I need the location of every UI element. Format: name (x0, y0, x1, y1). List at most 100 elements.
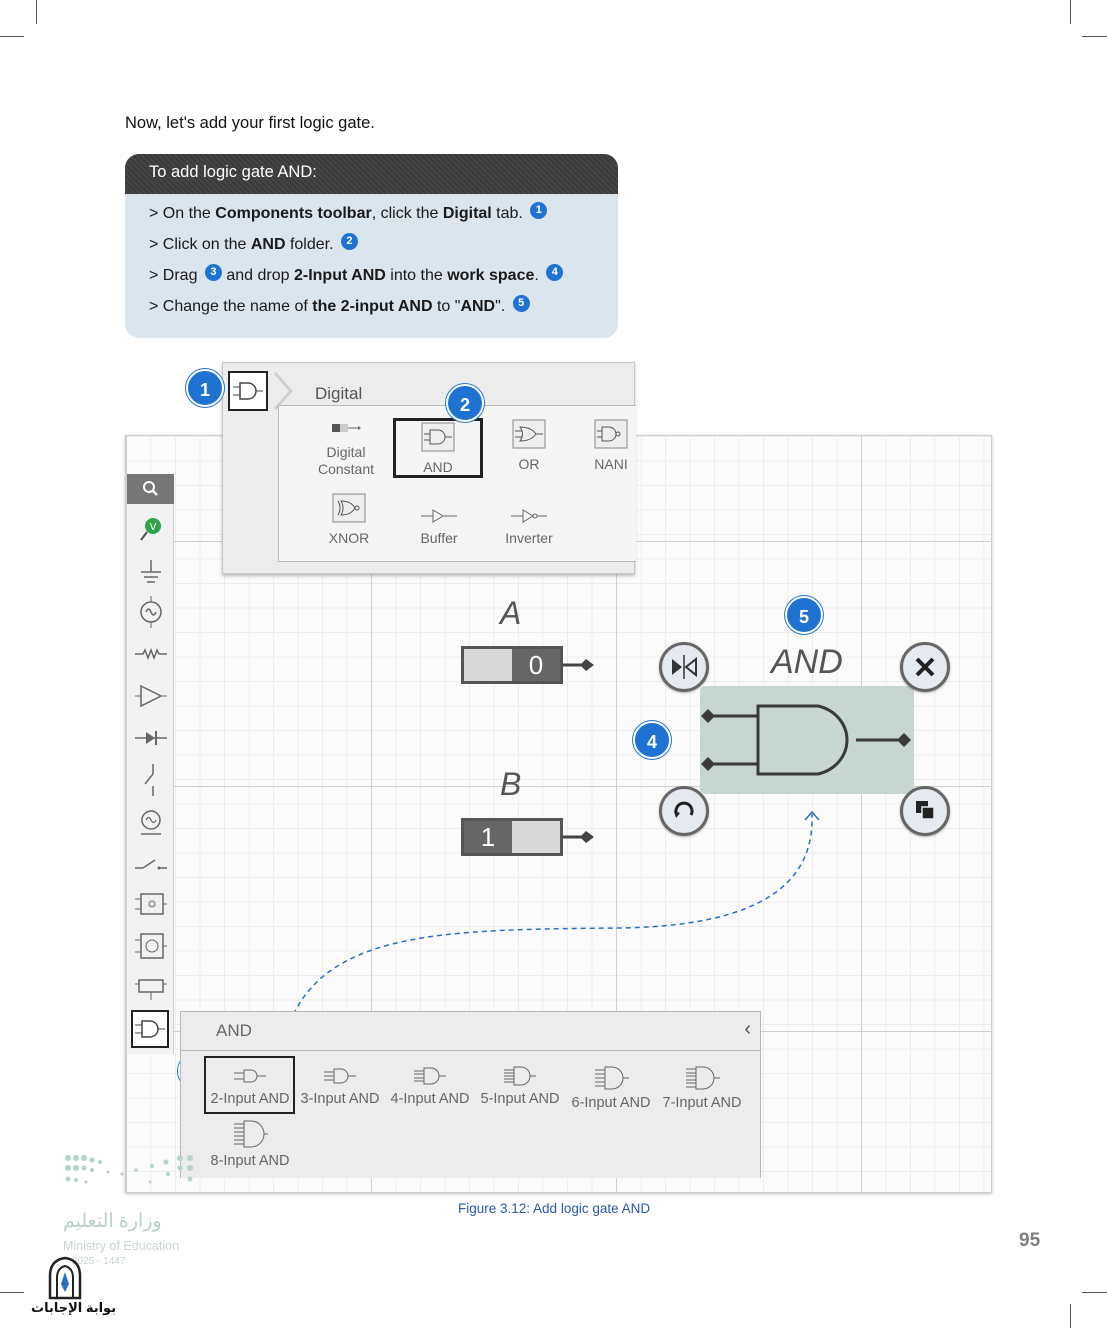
and-2-icon (234, 1069, 266, 1083)
step-badge: 5 (512, 295, 530, 312)
lamp-icon[interactable] (133, 804, 169, 840)
callout-2: 2 (446, 384, 484, 422)
component-buffer[interactable]: Buffer (399, 506, 479, 547)
component-3-input-and[interactable]: 3-Input AND (295, 1065, 385, 1107)
output-pin-icon (562, 831, 594, 843)
component-digital-constant[interactable]: Digital Constant (301, 418, 391, 478)
ministry-name-arabic: وزارة التعليم (63, 1211, 162, 1232)
step-badge: 4 (546, 264, 564, 281)
instructions-box: To add logic gate AND: > On the Componen… (125, 154, 618, 338)
step-bold: Components toolbar (215, 205, 372, 222)
component-4-input-and[interactable]: 4-Input AND (385, 1065, 475, 1107)
component-label: 2-Input AND (210, 1091, 290, 1107)
duplicate-icon (916, 801, 935, 820)
nand-folder-icon (594, 419, 628, 449)
switch-icon[interactable] (133, 762, 169, 798)
step-text: > On the (149, 205, 216, 222)
component-xnor-folder[interactable]: XNOR (309, 492, 389, 547)
input-a-switch[interactable]: 0 (461, 646, 563, 684)
component-5-input-and[interactable]: 5-Input AND (475, 1065, 565, 1107)
resistor-icon[interactable] (133, 636, 169, 672)
amplifier-icon[interactable] (133, 678, 169, 714)
figure-caption: Figure 3.12: Add logic gate AND (458, 1201, 651, 1216)
instruction-step: > Click on the AND folder. 2 (149, 233, 618, 264)
sidebar-item-digital[interactable] (131, 1010, 169, 1048)
xnor-folder-icon (332, 493, 366, 523)
and-gate-symbol[interactable] (700, 696, 914, 786)
duplicate-button[interactable] (900, 786, 950, 836)
crop-mark (1070, 0, 1071, 24)
input-b-value: 1 (464, 821, 512, 853)
and-gate-icon (233, 382, 263, 400)
ac-source-icon[interactable] (133, 594, 169, 630)
timer-chip-icon[interactable] (133, 928, 169, 964)
component-7-input-and[interactable]: 7-Input AND (657, 1065, 747, 1111)
toggle-icon[interactable] (133, 846, 169, 882)
component-6-input-and[interactable]: 6-Input AND (566, 1065, 656, 1111)
crop-mark (1070, 1304, 1071, 1328)
and-8-icon (234, 1120, 268, 1148)
component-or-folder[interactable]: OR (489, 418, 569, 473)
digital-components: Digital Constant AND OR NANI XNOR Buffer (278, 405, 636, 562)
delete-button[interactable] (900, 642, 950, 692)
inverter-icon (511, 509, 547, 523)
digital-tab[interactable] (228, 371, 268, 411)
instructions-list: > On the Components toolbar, click the D… (125, 194, 618, 326)
ground-icon[interactable] (133, 554, 169, 590)
portal-name: بوابة الإجابات (31, 1300, 117, 1315)
input-b-switch[interactable]: 1 (461, 818, 563, 856)
step-text: . (534, 267, 539, 284)
callout-1: 1 (186, 369, 224, 407)
search-icon (143, 481, 158, 496)
component-label: NANI (594, 456, 628, 472)
flip-button[interactable] (659, 642, 709, 692)
crop-mark (36, 0, 37, 24)
rotate-button[interactable] (659, 786, 709, 836)
and-7-icon (686, 1066, 720, 1090)
component-label: Inverter (505, 530, 553, 546)
step-text: and drop (221, 267, 294, 284)
and-gate-name[interactable]: AND (771, 643, 843, 681)
step-badge: 1 (530, 202, 548, 219)
and-3-icon (324, 1068, 356, 1084)
component-label: 7-Input AND (662, 1095, 742, 1111)
component-label: AND (423, 459, 453, 475)
component-inverter[interactable]: Inverter (489, 506, 569, 547)
input-a-label: A (500, 595, 522, 631)
crop-mark (1082, 36, 1107, 37)
digital-constant-icon (332, 424, 361, 432)
close-icon (915, 657, 935, 677)
component-and-folder[interactable]: AND (393, 418, 483, 478)
portal-logo-icon (48, 1256, 82, 1300)
chip-icon[interactable] (133, 886, 169, 922)
step-text: > Drag (149, 267, 202, 284)
flip-icon (672, 655, 697, 679)
step-bold: 2-Input AND (293, 267, 386, 284)
component-8-input-and[interactable]: 8-Input AND (205, 1119, 295, 1169)
rotate-icon (674, 801, 694, 818)
crop-mark (1082, 1292, 1107, 1293)
component-2-input-and[interactable]: 2-Input AND (205, 1065, 295, 1107)
and-gate-icon (135, 1020, 165, 1038)
and-5-icon (504, 1066, 536, 1086)
step-bold: the 2-input AND (312, 298, 433, 315)
step-text: ". (495, 298, 506, 315)
diode-icon[interactable] (133, 720, 169, 756)
callout-5: 5 (785, 596, 823, 634)
step-bold: AND (250, 236, 286, 253)
collapse-button[interactable]: ‹ (744, 1018, 751, 1040)
and-4-icon (414, 1067, 446, 1085)
page-number: 95 (1019, 1230, 1041, 1251)
step-bold: work space (447, 267, 535, 284)
component-nand-folder[interactable]: NANI (581, 418, 641, 473)
svg-text:V: V (150, 522, 157, 533)
component-label: Digital (326, 444, 366, 460)
or-folder-icon (512, 419, 546, 449)
relay-icon[interactable] (133, 968, 169, 1004)
check-probe-icon[interactable]: V (133, 512, 169, 548)
step-bold: AND (460, 298, 496, 315)
component-label: 5-Input AND (480, 1091, 560, 1107)
and-folder-panel: AND ‹ 2-Input AND 3-Input AND 4-Input AN… (180, 1011, 761, 1178)
instruction-step: > Drag 3 and drop 2-Input AND into the w… (149, 264, 618, 295)
search-button[interactable] (127, 474, 174, 504)
